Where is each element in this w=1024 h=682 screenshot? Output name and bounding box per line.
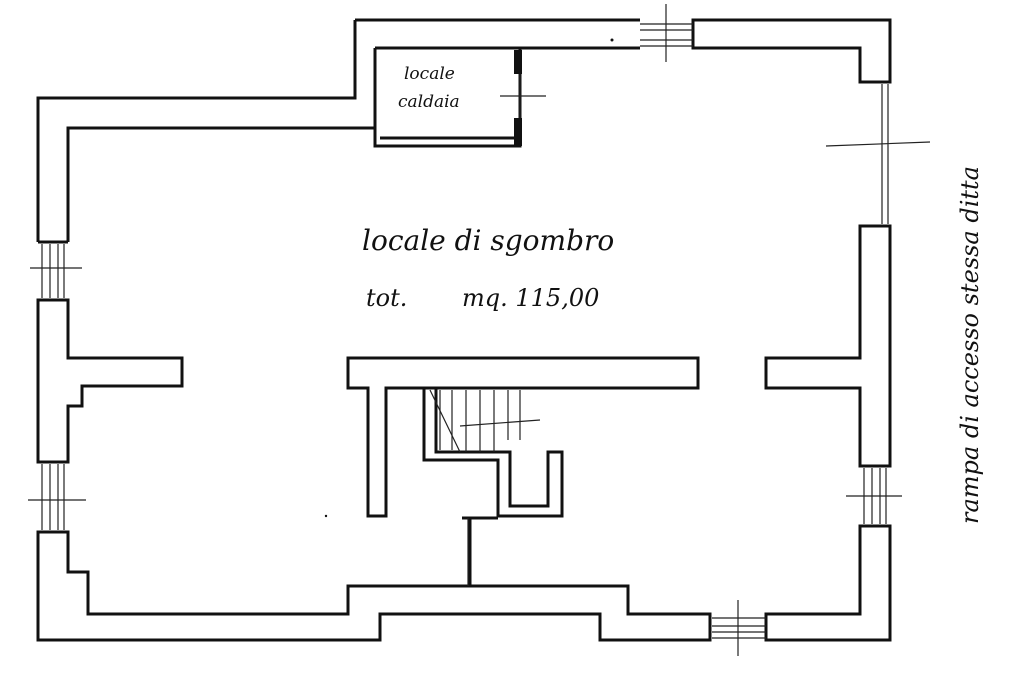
side-note-ramp: rampa di accesso stessa ditta [956,166,984,524]
window-left-upper [30,244,82,298]
boiler-room-label-line2: caldaia [398,92,460,112]
boiler-vent [500,74,546,118]
internal-walls [346,356,700,586]
storage-room-name: locale di sgombro [362,224,614,257]
door-right-upper [825,84,931,224]
window-top [640,4,693,62]
window-left-lower [28,464,86,530]
window-bottom [712,600,766,656]
boiler-room-label-line1: locale [404,64,455,84]
area-prefix: tot. [366,284,407,312]
area-value: mq. 115,00 [462,284,599,312]
window-right-lower [846,468,902,524]
outer-walls [36,18,892,642]
